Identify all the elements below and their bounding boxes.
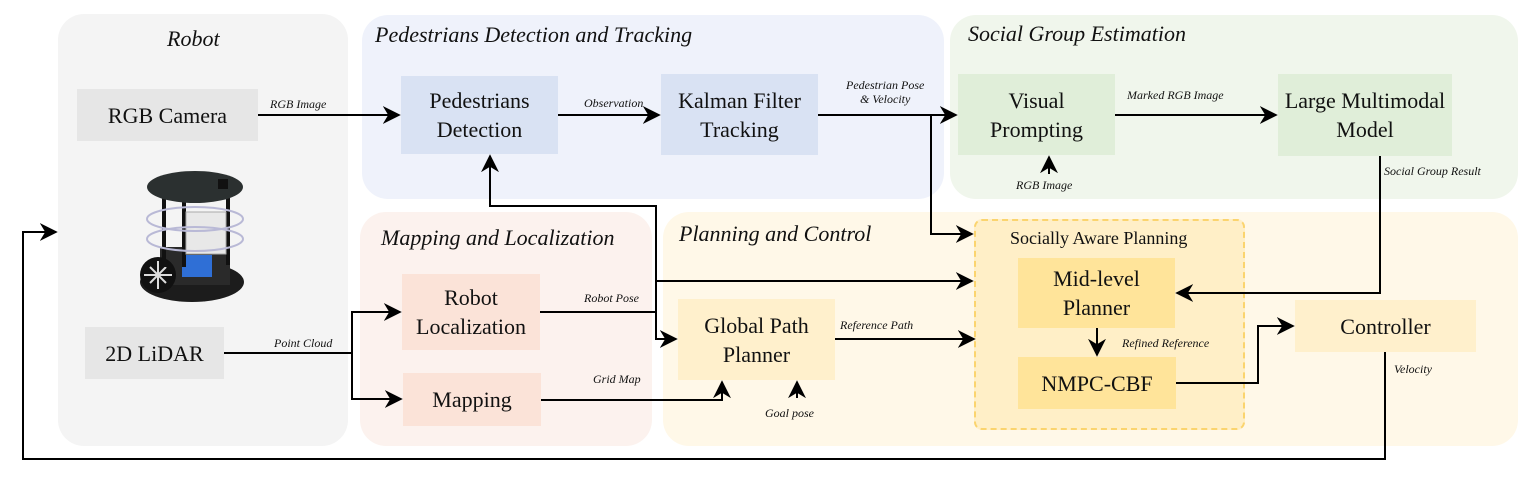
edge-localization-to-global-planner: [540, 311, 678, 348]
robot-localization-box: Robot Localization: [402, 274, 540, 350]
visual-prompting-line2: Prompting: [990, 116, 1083, 142]
lmm-line2: Model: [1336, 117, 1394, 142]
pedestrians-detection-box: Pedestrians Detection: [401, 76, 558, 154]
mid-level-planner-box: Mid-level Planner: [1018, 258, 1175, 328]
label-robot-pose: Robot Pose: [584, 291, 639, 305]
label-pedestrian-pose: Pedestrian Pose & Velocity: [846, 78, 924, 106]
kalman-filter-box: Kalman Filter Tracking: [661, 74, 818, 155]
kalman-line2: Tracking: [700, 116, 779, 142]
edge-lidar-to-mapping: [351, 353, 403, 408]
lidar-label: 2D LiDAR: [105, 340, 204, 366]
global-planner-line2: Planner: [722, 341, 791, 367]
kalman-line1: Kalman Filter: [678, 87, 801, 113]
visual-prompting-line1: Visual: [1008, 87, 1065, 113]
localization-line2: Localization: [416, 314, 526, 339]
edge-lidar-to-localization: [351, 303, 402, 353]
mapping-box: Mapping: [403, 373, 541, 426]
label-grid-map: Grid Map: [593, 372, 641, 386]
pedestrians-detection-line2: Detection: [436, 117, 523, 142]
edge-pose-to-detection: [481, 154, 657, 312]
mid-level-line1: Mid-level: [1053, 266, 1140, 291]
detection-panel-title: Pedestrians Detection and Tracking: [375, 22, 693, 47]
label-rgb-image-2: RGB Image: [1016, 178, 1073, 192]
mapping-label: Mapping: [432, 387, 512, 412]
edge-nmpc-to-controller: [1176, 317, 1295, 384]
robot-panel-title: Robot: [167, 26, 220, 51]
controller-box: Controller: [1295, 300, 1476, 352]
global-planner-line1: Global Path: [704, 312, 809, 338]
label-observation: Observation: [584, 96, 644, 110]
label-velocity: Velocity: [1394, 362, 1432, 376]
planning-panel-title: Planning and Control: [679, 221, 872, 246]
mid-level-line2: Planner: [1062, 295, 1131, 320]
global-path-planner-box: Global Path Planner: [678, 299, 835, 380]
label-refined-reference: Refined Reference: [1122, 336, 1210, 350]
edge-lmm-to-mid-level: [1175, 156, 1381, 302]
rgb-camera-label: RGB Camera: [107, 102, 228, 128]
label-marked-rgb-image: Marked RGB Image: [1127, 88, 1224, 102]
socially-aware-planning-title: Socially Aware Planning: [1010, 228, 1188, 248]
pedestrians-detection-line1: Pedestrians: [429, 88, 530, 113]
label-point-cloud: Point Cloud: [274, 336, 333, 350]
visual-prompting-box: Visual Prompting: [958, 74, 1115, 155]
controller-label: Controller: [1340, 313, 1431, 339]
label-social-group-result: Social Group Result: [1384, 164, 1481, 178]
edge-controller-feedback: [22, 223, 1386, 460]
label-pedestrian-pose-line2: & Velocity: [860, 92, 911, 106]
edge-kalman-to-socially-aware: [930, 115, 974, 243]
edge-mapping-to-global-planner: [541, 380, 731, 401]
large-multimodal-model-box: Large Multimodal Model: [1278, 74, 1452, 156]
label-reference-path: Reference Path: [840, 318, 914, 332]
mobile-robot-image: [140, 171, 244, 302]
lidar-box: 2D LiDAR: [85, 327, 224, 379]
lmm-line1: Large Multimodal: [1284, 88, 1446, 113]
label-pedestrian-pose-line1: Pedestrian Pose: [846, 78, 925, 92]
localization-line1: Robot: [444, 285, 498, 310]
nmpc-cbf-label: NMPC-CBF: [1041, 370, 1153, 396]
rgb-camera-box: RGB Camera: [77, 89, 258, 141]
mapping-panel-title: Mapping and Localization: [381, 225, 615, 250]
nmpc-cbf-box: NMPC-CBF: [1018, 357, 1176, 409]
label-rgb-image: RGB Image: [270, 97, 327, 111]
social-panel-title: Social Group Estimation: [968, 21, 1186, 46]
label-goal-pose: Goal pose: [765, 406, 814, 420]
